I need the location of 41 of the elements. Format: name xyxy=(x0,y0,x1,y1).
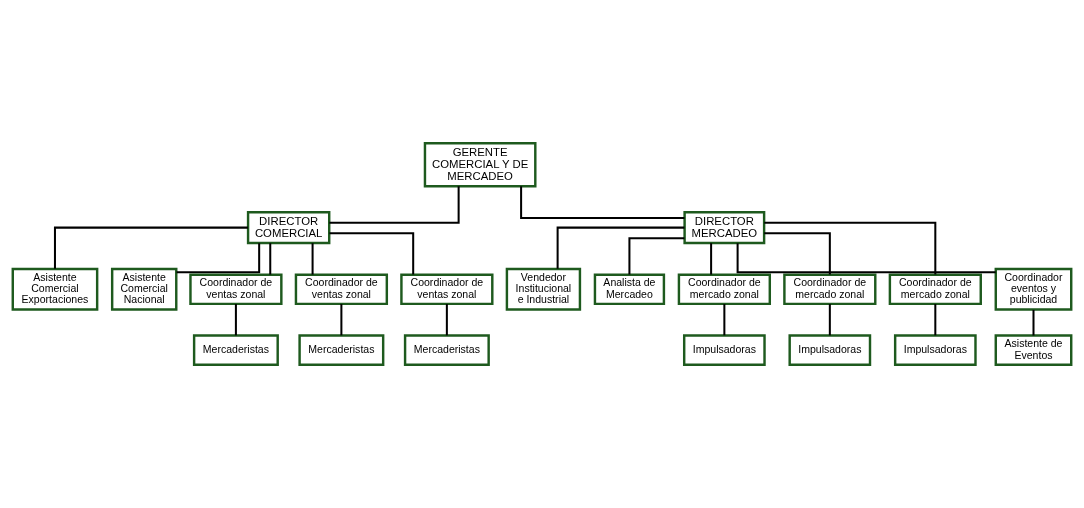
node-box: Analista de Mercadeo xyxy=(593,273,666,306)
node-box: Impulsadoras xyxy=(893,334,977,366)
connector xyxy=(269,243,272,275)
node-box: Impulsadoras xyxy=(788,334,872,366)
node-box: Mercaderistas xyxy=(298,334,385,366)
connector xyxy=(764,221,937,275)
node-box: Vendedor Institucional e Industrial xyxy=(505,267,582,311)
node-box: Coordinador de mercado zonal xyxy=(783,273,877,306)
connector xyxy=(764,232,831,275)
connector xyxy=(628,237,685,275)
node-box: Asistente Comercial Nacional xyxy=(110,267,178,311)
connector xyxy=(710,243,713,275)
connector xyxy=(340,304,343,336)
node-box: Impulsadoras xyxy=(683,334,766,366)
node-box: Coordinador de ventas zonal xyxy=(294,273,389,306)
connector xyxy=(445,304,448,336)
connector xyxy=(53,226,248,269)
connector xyxy=(723,304,726,336)
node-box: Coordinador eventos y publicidad xyxy=(994,267,1073,311)
connector xyxy=(934,304,937,336)
connector xyxy=(736,243,996,274)
connector xyxy=(234,304,237,336)
connector xyxy=(828,304,831,336)
node-box: GERENTE COMERCIAL Y DE MERCADEO xyxy=(423,142,537,188)
connector xyxy=(556,226,685,269)
connector xyxy=(329,232,415,275)
node-box: Mercaderistas xyxy=(192,334,279,366)
connector xyxy=(520,186,685,219)
connector xyxy=(1032,309,1035,336)
node-box: Coordinador de mercado zonal xyxy=(888,273,982,306)
connector xyxy=(176,243,261,274)
connector xyxy=(329,186,460,224)
node-box: DIRECTOR MERCADEO xyxy=(683,211,766,245)
node-box: Coordinador de ventas zonal xyxy=(189,273,283,306)
connector xyxy=(311,243,314,275)
node-box: DIRECTOR COMERCIAL xyxy=(246,211,331,245)
node-box: Coordinador de ventas zonal xyxy=(400,273,494,306)
node-box: Asistente de Eventos xyxy=(994,334,1073,366)
node-box: Coordinador de mercado zonal xyxy=(677,273,771,306)
node-box: Asistente Comercial Exportaciones xyxy=(11,267,99,311)
node-box: Mercaderistas xyxy=(403,334,490,366)
